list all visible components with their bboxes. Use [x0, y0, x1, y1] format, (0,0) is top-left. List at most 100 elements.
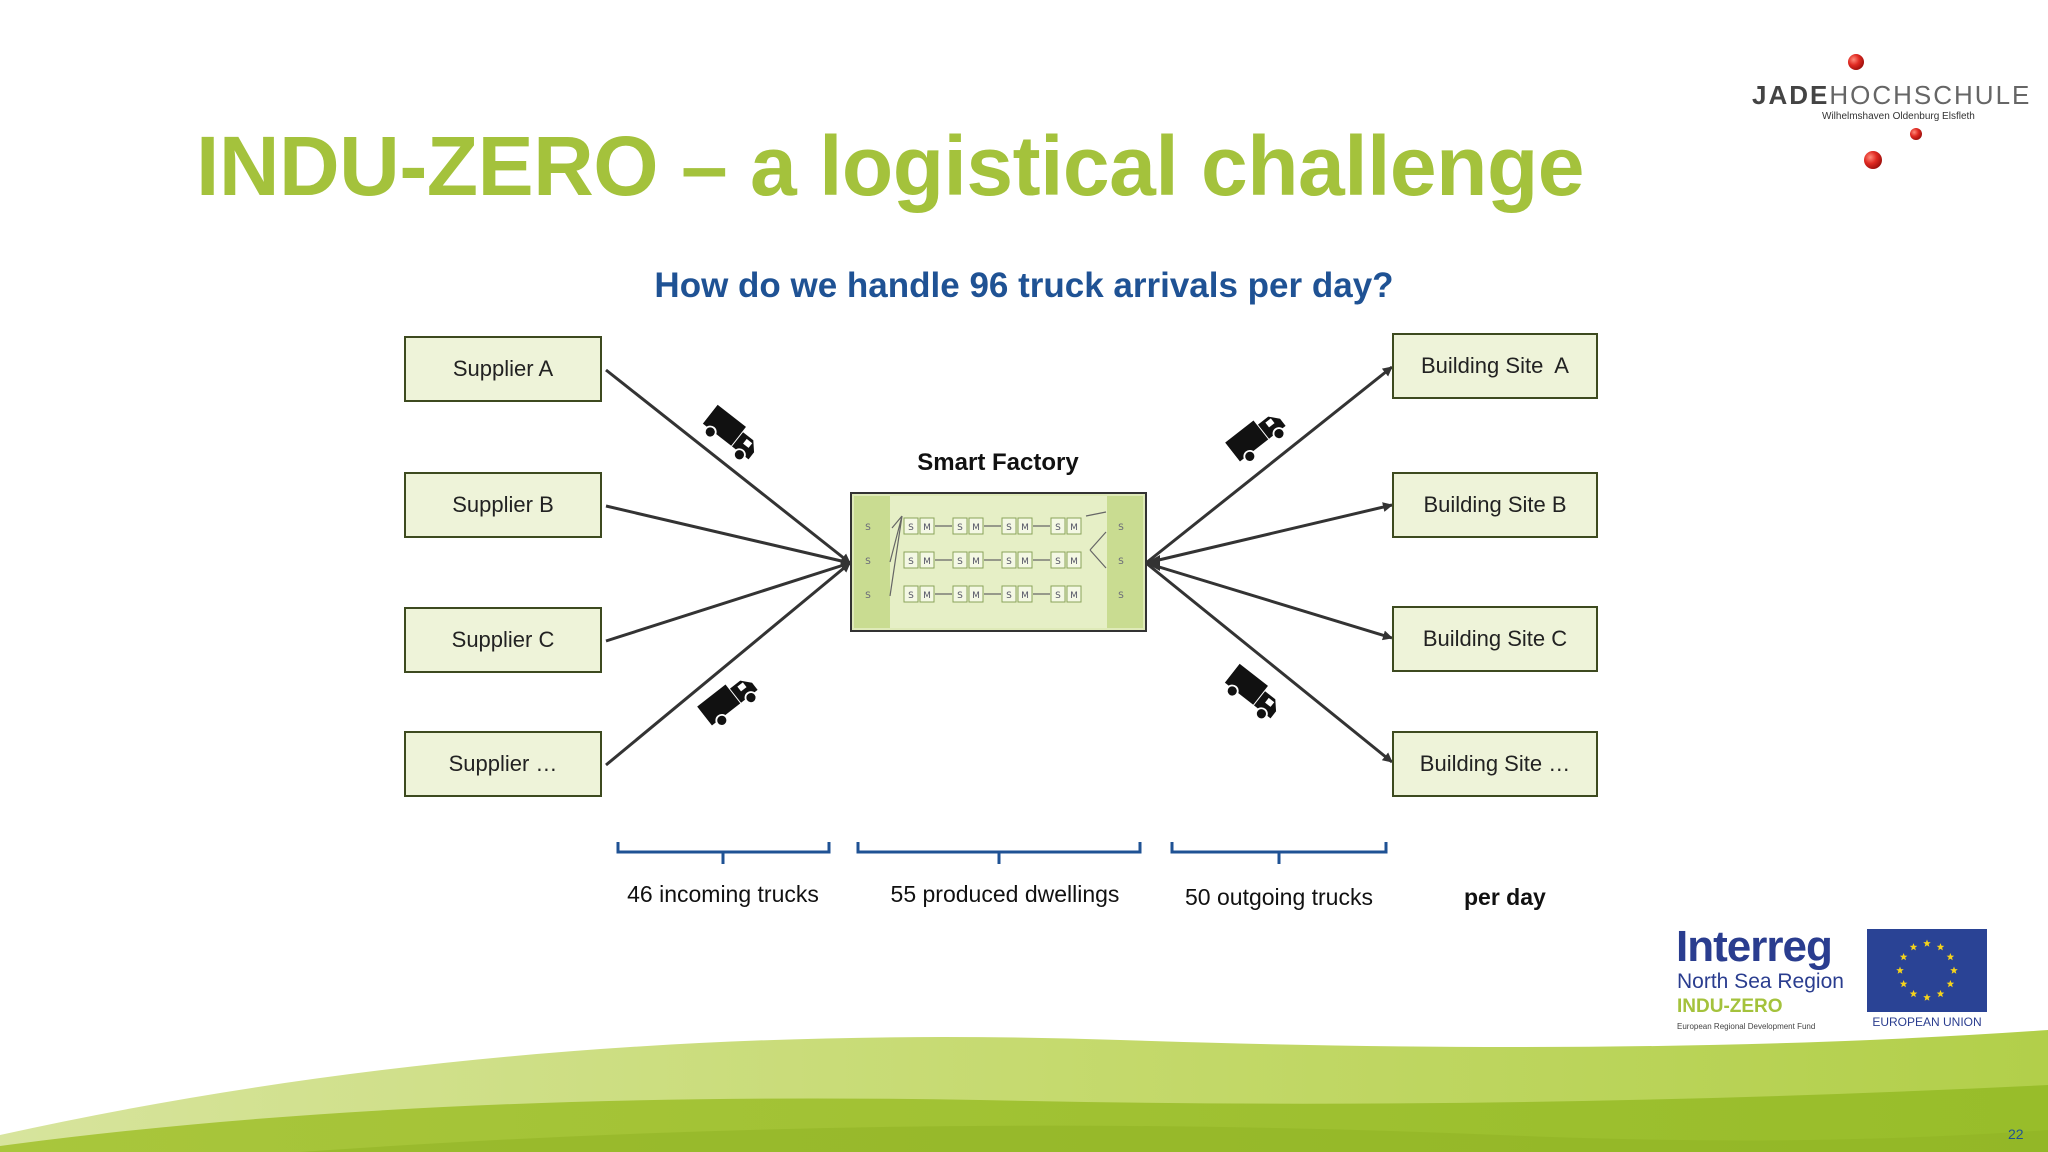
factory-cell-label: S — [908, 591, 914, 601]
eu-star-icon — [1909, 989, 1918, 998]
factory-side-label: S — [1118, 523, 1124, 533]
factory-cell — [919, 517, 935, 535]
factory-cell — [903, 551, 919, 569]
factory-side-label: S — [1118, 591, 1124, 601]
factory-cell — [952, 517, 968, 535]
building-site-a-label: Building Site A — [1421, 353, 1569, 378]
arrow-supplier-more — [605, 561, 851, 767]
factory-cell-label: M — [923, 591, 931, 601]
factory-cell — [1050, 585, 1066, 603]
building-site-b-label: Building Site B — [1423, 492, 1567, 517]
factory-cell-label: M — [1070, 557, 1078, 567]
factory-cell-label: S — [1006, 557, 1012, 567]
factory-cell-label: M — [923, 557, 931, 567]
factory-cell — [1050, 517, 1066, 535]
eu-star-icon — [1950, 966, 1958, 974]
factory-side-label: S — [865, 523, 871, 533]
jade-subtitle: Wilhelmshaven Oldenburg Elsfleth — [1822, 111, 1975, 122]
bracket-produced — [856, 842, 1142, 864]
factory-cell-label: S — [1055, 557, 1061, 567]
factory-cell-label: S — [1055, 523, 1061, 533]
jade-hochschule-logo: JADEHOCHSCHULE Wilhelmshaven Oldenburg E… — [1748, 48, 2029, 178]
factory-cell-label: S — [957, 523, 963, 533]
building-site-more-label: Building Site … — [1419, 751, 1571, 776]
factory-cell-label: M — [1070, 523, 1078, 533]
factory-cell-label: S — [908, 523, 914, 533]
factory-cell-label: S — [1006, 591, 1012, 601]
factory-side-label: S — [1118, 557, 1124, 567]
factory-cell — [903, 585, 919, 603]
interreg-region: North Sea Region — [1677, 970, 1844, 993]
eu-star-icon — [1946, 980, 1955, 988]
incoming-trucks-label: 46 incoming trucks — [627, 881, 819, 907]
factory-cell-label: S — [957, 591, 963, 601]
factory-cell-label: S — [908, 557, 914, 567]
factory-cell — [1050, 551, 1066, 569]
factory-cell — [1017, 517, 1033, 535]
outgoing-trucks-label: 50 outgoing trucks — [1185, 884, 1373, 910]
building-site-c-label: Building Site C — [1422, 626, 1568, 651]
per-day-label: per day — [1464, 884, 1546, 910]
factory-cell — [919, 585, 935, 603]
factory-cell — [968, 585, 984, 603]
page-number: 22 — [2008, 1126, 2024, 1142]
produced-dwellings-label: 55 produced dwellings — [890, 881, 1120, 907]
factory-cell-label: S — [957, 557, 963, 567]
arrow-site-more — [1145, 561, 1393, 764]
supplier-more-label: Supplier … — [448, 751, 558, 776]
factory-side-label: S — [865, 557, 871, 567]
red-dot-icon — [1848, 54, 1922, 169]
slide-title: INDU-ZERO – a logistical challenge — [196, 119, 1585, 213]
factory-cell — [919, 551, 935, 569]
factory-cell — [1066, 585, 1082, 603]
supplier-c-node: Supplier C — [404, 607, 602, 673]
factory-cell-label: M — [1021, 523, 1029, 533]
factory-cell — [1066, 517, 1082, 535]
arrow-site-a — [1145, 365, 1393, 565]
factory-cell — [1017, 585, 1033, 603]
factory-cell — [1017, 551, 1033, 569]
factory-cell-label: M — [923, 523, 931, 533]
arrow-supplier-b — [605, 504, 851, 566]
factory-cell-label: M — [972, 591, 980, 601]
factory-cell-label: M — [972, 523, 980, 533]
slide-subtitle: How do we handle 96 truck arrivals per d… — [654, 266, 1394, 305]
truck-icon — [697, 403, 765, 467]
interreg-fund: European Regional Development Fund — [1677, 1022, 1816, 1031]
eu-star-icon — [1923, 993, 1931, 1001]
eu-label: EUROPEAN UNION — [1872, 1015, 1982, 1029]
supplier-a-label: Supplier A — [452, 356, 554, 381]
eu-star-icon — [1896, 966, 1904, 974]
supplier-b-node: Supplier B — [404, 472, 602, 538]
truck-icon — [1219, 662, 1287, 726]
eu-star-icon — [1923, 939, 1931, 947]
factory-cell — [1066, 551, 1082, 569]
eu-star-icon — [1899, 953, 1908, 961]
eu-flag-icon — [1867, 929, 1987, 1012]
arrow-supplier-c — [605, 560, 851, 643]
jade-name: JADE — [1752, 80, 1830, 110]
smart-factory-label: Smart Factory — [917, 449, 1079, 476]
bracket-incoming — [616, 842, 831, 864]
factory-cell-label: M — [1021, 557, 1029, 567]
factory-cell-label: S — [1006, 523, 1012, 533]
supplier-b-label: Supplier B — [452, 492, 554, 517]
eu-star-icon — [1936, 989, 1945, 998]
truck-icon — [1224, 406, 1292, 468]
eu-star-icon — [1946, 953, 1955, 961]
eu-star-icon — [1936, 943, 1945, 951]
eu-star-icon — [1909, 943, 1918, 951]
factory-cell-label: M — [972, 557, 980, 567]
building-site-b-node: Building Site B — [1392, 472, 1598, 538]
jade-name2: HOCHSCHULE — [1829, 80, 2032, 110]
factory-cell — [952, 551, 968, 569]
factory-side-label: S — [865, 591, 871, 601]
factory-cell-label: M — [1070, 591, 1078, 601]
factory-cell — [952, 585, 968, 603]
building-site-c-node: Building Site C — [1392, 606, 1598, 672]
supplier-a-node: Supplier A — [404, 336, 602, 402]
